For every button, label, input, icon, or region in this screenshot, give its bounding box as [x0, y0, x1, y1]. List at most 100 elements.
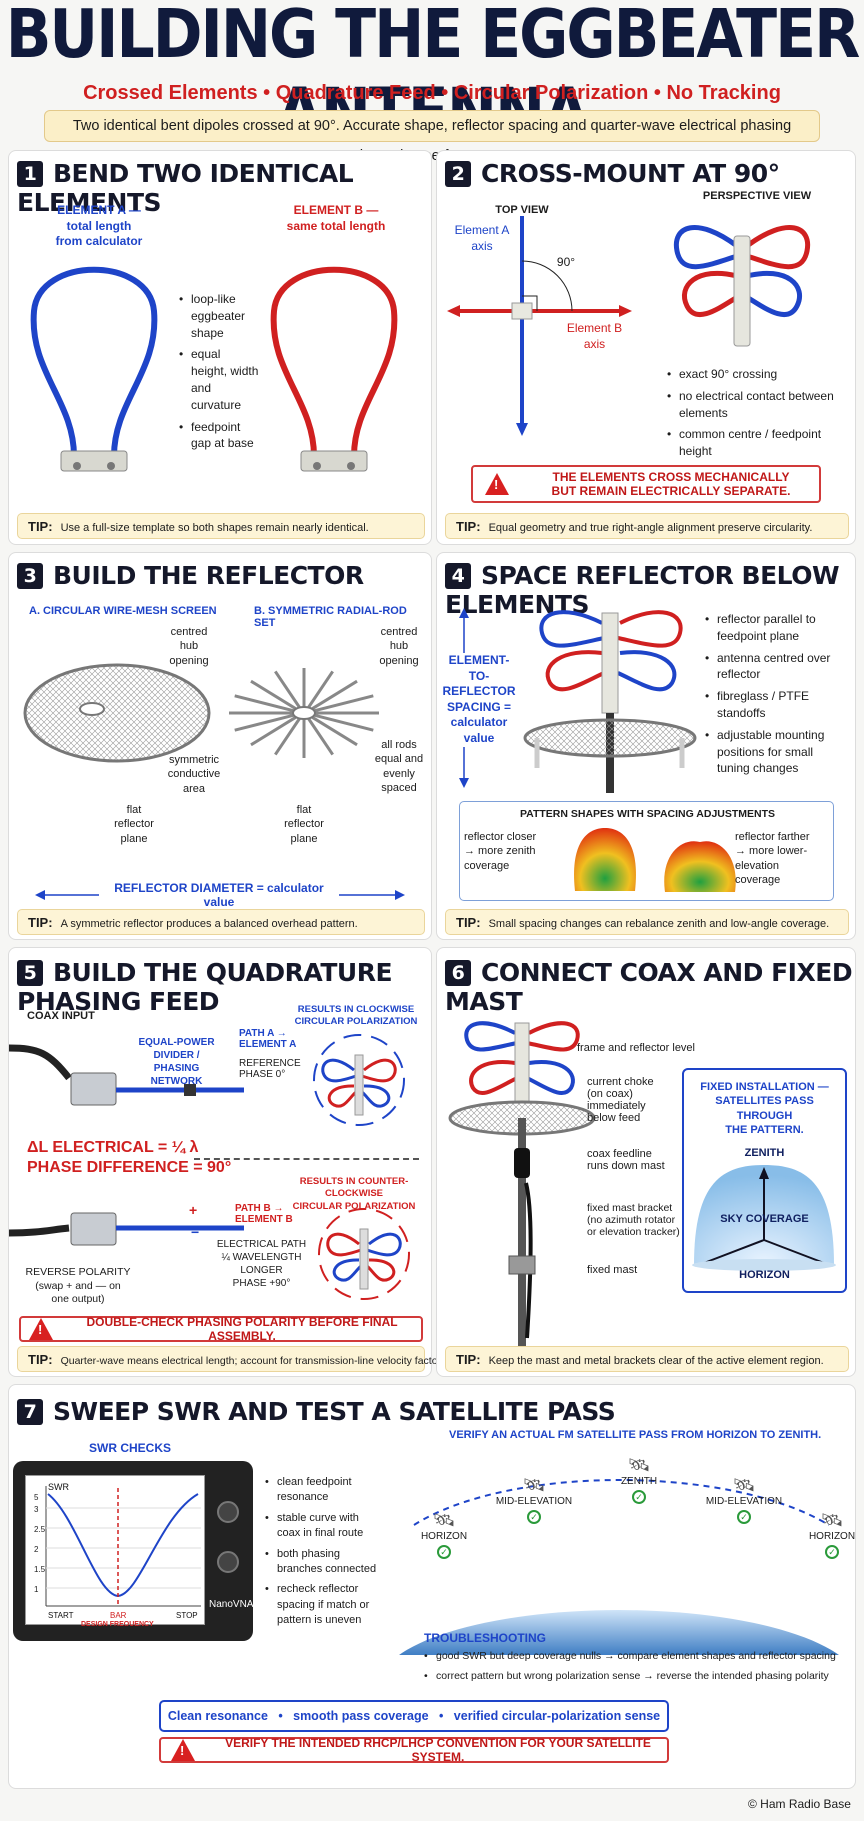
device-knob — [217, 1501, 239, 1523]
pattern-low-lobe — [664, 841, 736, 892]
swr-curve — [47, 1493, 199, 1598]
satellite-icon: 🛰 — [820, 1510, 844, 1530]
radial-rod — [310, 715, 358, 747]
pass-position: 🛰MID-ELEVATION ✓ — [699, 1475, 789, 1524]
credit: © Ham Radio Base — [748, 1797, 851, 1811]
reference-phase-label: REFERENCE PHASE 0° — [239, 1058, 301, 1080]
closer-label: reflector closer → more zenith coverage — [464, 831, 537, 872]
flat-plane-label-a: flat reflector plane — [114, 804, 154, 845]
ccw-antenna-icon — [318, 1208, 410, 1300]
convention-warning: VERIFY THE INTENDED RHCP/LHCP CONVENTION… — [159, 1736, 669, 1764]
swr-checks-label: SWR CHECKS — [89, 1441, 172, 1455]
feed-diagram-b — [9, 1212, 244, 1246]
radial-rod — [312, 694, 374, 713]
hub-ring — [292, 706, 316, 720]
pass-position: 🛰HORIZON✓ — [787, 1510, 864, 1559]
start-label: START — [48, 1611, 74, 1620]
horizon-label: HORIZON — [739, 1269, 790, 1281]
swr-axis-label: SWR — [48, 1482, 69, 1492]
pattern-title: PATTERN SHAPES WITH SPACING ADJUSTMENTS — [519, 808, 776, 820]
device-knob — [217, 1551, 239, 1573]
step-number: 1 — [17, 161, 43, 187]
frame-level-label: frame and reflector level — [577, 1042, 695, 1054]
element-a-label: ELEMENT A — total length from calculator — [55, 203, 143, 249]
element-b-axis-label: Element B axis — [566, 321, 623, 351]
feed-diagram-a — [9, 1044, 244, 1106]
check-icon: ✓ — [527, 1510, 541, 1524]
hub-opening-label-a: centred hub opening — [169, 626, 209, 667]
radial-rod — [306, 670, 334, 710]
warning-icon — [171, 1739, 195, 1761]
check-icon: ✓ — [825, 1545, 839, 1559]
rods-equal-label: all rods equal and evenly spaced — [374, 739, 424, 794]
page-subtitle: Crossed Elements • Quadrature Feed • Cir… — [83, 82, 781, 104]
fixed-installation-label: FIXED INSTALLATION — SATELLITES PASS THR… — [700, 1081, 829, 1136]
coax-feedline-label: coax feedline runs down mast — [587, 1148, 665, 1172]
hub-opening-label-b: centred hub opening — [379, 626, 419, 667]
divider-line — [194, 1158, 419, 1160]
element-b-label: ELEMENT B — same total length — [286, 203, 386, 233]
pass-positions: 🛰HORIZON✓🛰MID-ELEVATION✓🛰ZENITH✓🛰MID-ELE… — [389, 1455, 855, 1585]
pass-diagram — [399, 1479, 839, 1655]
path-b-label: PATH B → ELEMENT B — [235, 1203, 293, 1225]
radial-rod — [234, 694, 296, 713]
position-label: MID-ELEVATION — [495, 1496, 573, 1507]
radial-rod — [306, 716, 334, 756]
ccw-result-label: RESULTS IN COUNTER-CLOCKWISE CIRCULAR PO… — [292, 1176, 416, 1212]
cw-antenna-icon — [313, 1034, 405, 1126]
swr-tick: 1 — [34, 1585, 39, 1594]
reflector-assembly-drawing — [523, 610, 697, 793]
sky-coverage-box: FIXED INSTALLATION — SATELLITES PASS THR… — [682, 1068, 847, 1293]
radial-rod — [250, 715, 298, 747]
element-b-drawing — [270, 266, 398, 472]
current-choke-label: current choke (on coax) immediately belo… — [587, 1076, 654, 1124]
check-icon: ✓ — [437, 1545, 451, 1559]
pass-position: 🛰MID-ELEVATION✓ — [489, 1475, 579, 1524]
troubleshooting-list: good SWR but deep coverage nulls → compa… — [424, 1649, 854, 1688]
element-a-axis-label: Element A axis — [454, 223, 510, 253]
perspective-drawing — [673, 225, 811, 347]
fixed-mast-label: fixed mast — [587, 1264, 638, 1276]
check-icon: ✓ — [737, 1510, 751, 1524]
radial-rod — [234, 713, 296, 732]
verify-pass-label: VERIFY AN ACTUAL FM SATELLITE PASS FROM … — [449, 1429, 822, 1441]
element-a-drawing — [30, 266, 158, 472]
phase-difference-label: ΔL ELECTRICAL = ¼ λ PHASE DIFFERENCE = 9… — [27, 1139, 232, 1176]
farther-label: reflector farther → more lower- elevatio… — [735, 831, 810, 886]
electrical-path-label: ELECTRICAL PATH ¼ WAVELENGTH LONGER PHAS… — [216, 1239, 307, 1289]
flat-plane-label-b: flat reflector plane — [284, 804, 324, 845]
tip-box: TIP:Quarter-wave means electrical length… — [17, 1346, 443, 1372]
intro-banner: Two identical bent dipoles crossed at 90… — [44, 110, 820, 164]
top-view-label: TOP VIEW — [495, 204, 549, 216]
tip-box: TIP:A symmetric reflector produces a bal… — [17, 909, 425, 935]
zenith-label: ZENITH — [744, 1147, 785, 1159]
cw-result-label: RESULTS IN CLOCKWISE CIRCULAR POLARIZATI… — [294, 1004, 418, 1028]
bar-label: BAR — [110, 1611, 127, 1620]
satellite-icon: 🛰 — [432, 1510, 456, 1530]
satellite-icon: 🛰 — [732, 1475, 756, 1495]
swr-bullets: clean feedpoint resonancestable curve wi… — [265, 1475, 380, 1634]
spacing-bullets: reflector parallel to feedpoint planeant… — [705, 611, 845, 782]
position-label: HORIZON — [420, 1531, 468, 1542]
element-bullets: loop-like eggbeater shapeequal height, w… — [179, 291, 259, 457]
option-a-label: A. CIRCULAR WIRE-MESH SCREEN — [29, 605, 217, 617]
pattern-zenith-lobe — [574, 828, 636, 891]
symmetric-area-label: symmetric conductive area — [167, 754, 221, 795]
angle-label: 90° — [556, 255, 576, 269]
position-label: ZENITH — [620, 1476, 658, 1487]
cross-bullets: exact 90° crossingno electrical contact … — [667, 366, 837, 465]
position-label: MID-ELEVATION — [705, 1496, 783, 1507]
reverse-polarity-label: REVERSE POLARITY (swap + and — on one ou… — [25, 1266, 131, 1306]
